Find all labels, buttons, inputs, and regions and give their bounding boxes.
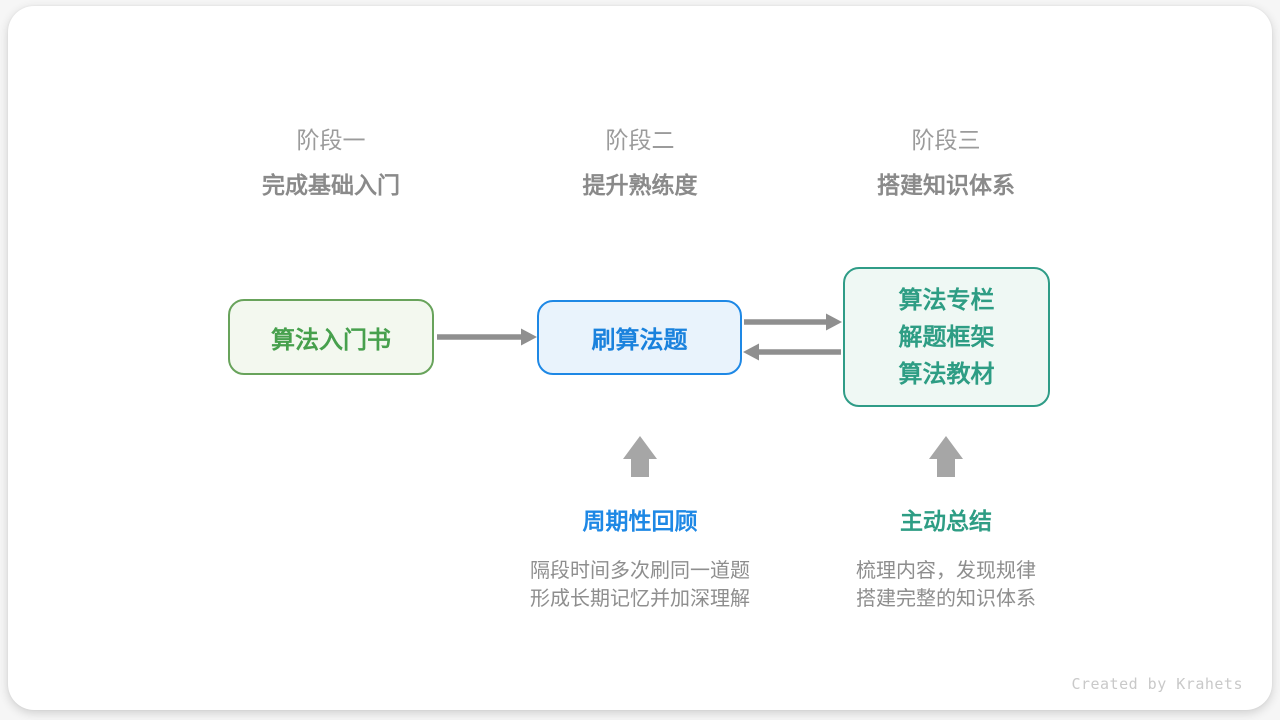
node-knowledge-sources: 算法专栏 解题框架 算法教材: [843, 267, 1050, 407]
stage-header-2: 阶段二 提升熟练度: [480, 127, 800, 199]
node-intro-book: 算法入门书: [228, 299, 434, 375]
annotation-active-summary-title: 主动总结: [900, 508, 992, 534]
stage-header-1: 阶段一 完成基础入门: [171, 127, 491, 199]
annotation-active-summary-desc: 梳理内容，发现规律 搭建完整的知识体系: [776, 557, 1116, 613]
node-practice-problems: 刷算法题: [537, 300, 742, 375]
node-intro-book-label: 算法入门书: [271, 326, 391, 354]
annotation-periodic-review-title: 周期性回顾: [582, 508, 698, 534]
stage-1-subtitle: 完成基础入门: [262, 172, 400, 198]
annotation-periodic-review-desc: 隔段时间多次刷同一道题 形成长期记忆并加深理解: [470, 557, 810, 613]
desc-line: 梳理内容，发现规律: [856, 560, 1036, 582]
stage-2-subtitle: 提升熟练度: [582, 172, 698, 198]
desc-line: 搭建完整的知识体系: [856, 588, 1036, 610]
node-practice-problems-label: 刷算法题: [591, 327, 688, 354]
stage-3-subtitle: 搭建知识体系: [877, 172, 1015, 198]
stage-2-label: 阶段二: [605, 127, 675, 153]
stage-1-label: 阶段一: [296, 127, 366, 153]
stage-header-3: 阶段三 搭建知识体系: [786, 127, 1106, 199]
stage-3-label: 阶段三: [911, 127, 981, 153]
annotation-active-summary: 主动总结 梳理内容，发现规律 搭建完整的知识体系: [776, 506, 1116, 613]
node-knowledge-line-3: 算法教材: [898, 360, 995, 388]
watermark-credit: Created by Krahets: [1071, 675, 1243, 693]
node-knowledge-line-2: 解题框架: [898, 323, 995, 351]
annotation-periodic-review: 周期性回顾 隔段时间多次刷同一道题 形成长期记忆并加深理解: [470, 506, 810, 613]
node-knowledge-line-1: 算法专栏: [898, 286, 995, 314]
desc-line: 形成长期记忆并加深理解: [530, 588, 750, 610]
desc-line: 隔段时间多次刷同一道题: [530, 560, 750, 582]
